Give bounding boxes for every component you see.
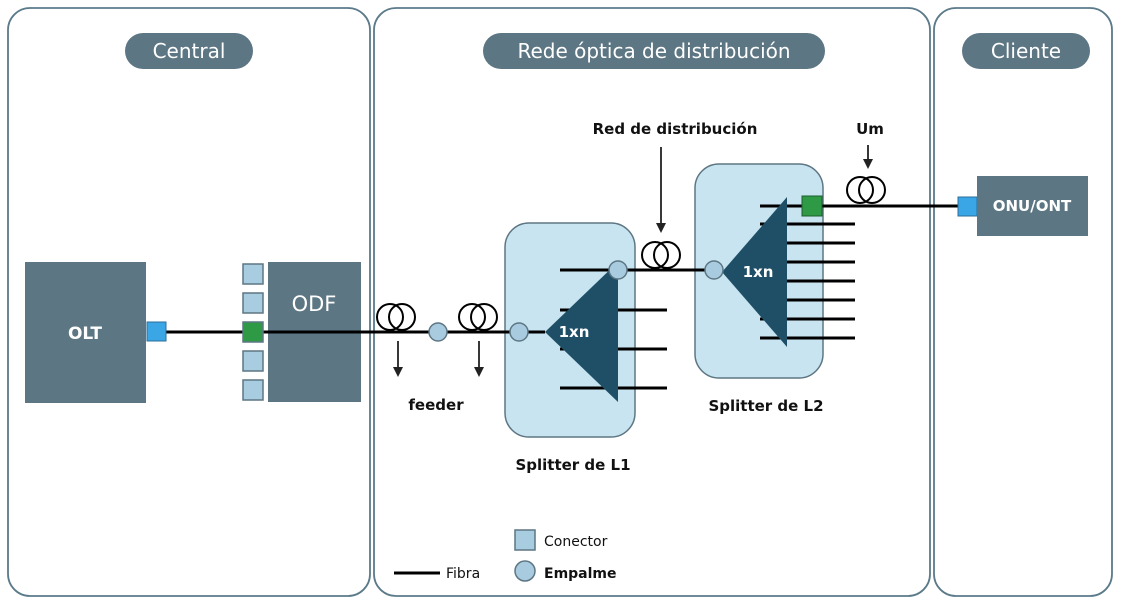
splitter-l2-connector bbox=[801, 195, 823, 217]
splitter-l1-label: Splitter de L1 bbox=[515, 456, 630, 474]
fiber-coil-4 bbox=[846, 176, 886, 204]
olt-label: OLT bbox=[68, 324, 102, 344]
um-label: Um bbox=[856, 120, 884, 138]
splitter-l2-triangle bbox=[722, 197, 787, 347]
fiber-coil-2 bbox=[458, 303, 498, 331]
panel-odn bbox=[373, 7, 931, 597]
legend-fiber-text: Fibra bbox=[446, 566, 480, 582]
odf-connector-5 bbox=[242, 379, 264, 401]
pill-central-text: Central bbox=[153, 39, 226, 63]
pill-client bbox=[962, 33, 1090, 69]
splitter-l2-ratio: 1xn bbox=[743, 263, 774, 281]
distribution-label: Red de distribución bbox=[593, 120, 758, 138]
odf-label: ODF bbox=[292, 292, 337, 316]
splice-l1-out bbox=[608, 260, 628, 280]
fiber-coil-3 bbox=[641, 241, 681, 269]
fiber-coil-1 bbox=[376, 303, 416, 331]
odf-connector-1 bbox=[242, 263, 264, 285]
onu-box bbox=[977, 176, 1088, 236]
feeder-label: feeder bbox=[408, 396, 464, 414]
olt-box bbox=[25, 262, 146, 403]
onu-connector bbox=[957, 196, 978, 217]
pill-central bbox=[125, 33, 253, 69]
splitter-l2-label: Splitter de L2 bbox=[708, 397, 823, 415]
onu-label: ONU/ONT bbox=[993, 197, 1072, 215]
panel-central bbox=[7, 7, 371, 597]
pill-odn bbox=[483, 33, 825, 69]
panel-client bbox=[933, 7, 1113, 597]
legend-connector-swatch bbox=[514, 529, 536, 551]
splice-l1-in bbox=[509, 322, 529, 342]
legend-splice-text: Empalme bbox=[544, 566, 617, 582]
odf-connector-active bbox=[242, 321, 264, 343]
splice-l2-in bbox=[704, 260, 724, 280]
splitter-l1-triangle bbox=[545, 262, 618, 402]
odf-connector-2 bbox=[242, 292, 264, 314]
legend-splice-swatch bbox=[514, 560, 536, 582]
odf-connector-4 bbox=[242, 350, 264, 372]
olt-connector bbox=[146, 321, 167, 342]
splice-feeder bbox=[428, 322, 448, 342]
pill-odn-text: Rede óptica de distribución bbox=[517, 39, 790, 63]
legend-connector-text: Conector bbox=[544, 534, 608, 550]
pill-client-text: Cliente bbox=[991, 39, 1061, 63]
splitter-l1-ratio: 1xn bbox=[559, 323, 590, 341]
